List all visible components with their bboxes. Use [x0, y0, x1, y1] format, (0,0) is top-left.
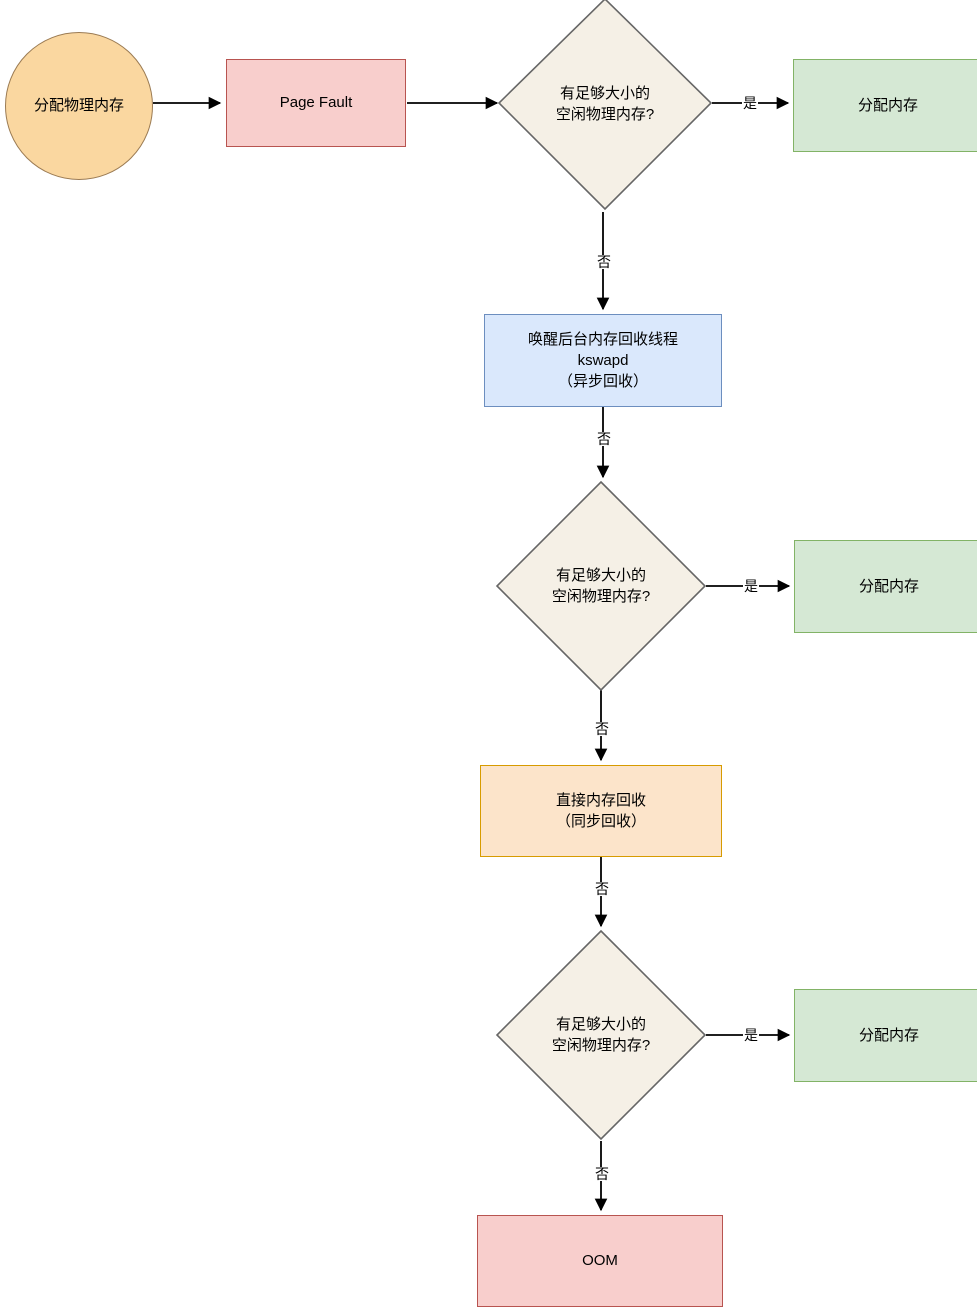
node-start: 分配物理内存 [5, 32, 153, 180]
node-alloc-1: 分配内存 [793, 59, 977, 152]
edge-label-no-1: 否 [596, 254, 612, 270]
edge-label-no-5: 否 [594, 1166, 610, 1182]
edge-label-yes-1: 是 [742, 95, 758, 111]
node-alloc-2: 分配内存 [794, 540, 977, 633]
node-direct-reclaim-label: 直接内存回收 （同步回收） [555, 791, 646, 830]
node-kswapd-label: 唤醒后台内存回收线程 kswapd （异步回收） [527, 330, 678, 391]
node-alloc-3: 分配内存 [794, 989, 977, 1082]
node-alloc-1-label: 分配内存 [857, 96, 918, 114]
edge-label-yes-3: 是 [743, 1027, 759, 1043]
node-decision-3: 有足够大小的 空闲物理内存? [495, 929, 707, 1141]
node-alloc-2-label: 分配内存 [858, 577, 919, 595]
node-decision-1: 有足够大小的 空闲物理内存? [497, 0, 713, 211]
edge-label-no-3: 否 [594, 721, 610, 737]
edge-label-no-2: 否 [596, 431, 612, 447]
edge-label-yes-2: 是 [743, 578, 759, 594]
node-decision-2: 有足够大小的 空闲物理内存? [495, 480, 707, 692]
node-page-fault: Page Fault [226, 59, 406, 147]
node-start-label: 分配物理内存 [33, 97, 124, 115]
node-kswapd: 唤醒后台内存回收线程 kswapd （异步回收） [484, 314, 722, 407]
node-direct-reclaim: 直接内存回收 （同步回收） [480, 765, 722, 857]
node-alloc-3-label: 分配内存 [858, 1026, 919, 1044]
node-oom-label: OOM [582, 1252, 618, 1270]
node-oom: OOM [477, 1215, 723, 1307]
node-page-fault-label: Page Fault [279, 94, 353, 112]
edge-label-no-4: 否 [594, 881, 610, 897]
